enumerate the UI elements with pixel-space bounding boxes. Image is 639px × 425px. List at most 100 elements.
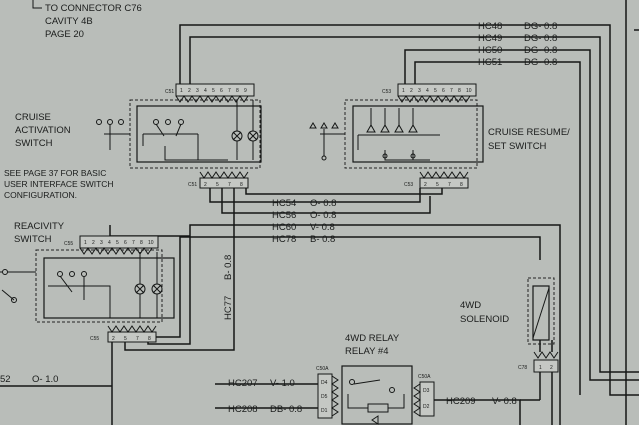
solenoid-coil-icon bbox=[532, 285, 550, 341]
connector-c55-top bbox=[79, 235, 159, 249]
wire-hc207-label: HC207 bbox=[228, 378, 258, 389]
wire-hc77-label: HC77 bbox=[223, 296, 234, 320]
svg-text:7: 7 bbox=[448, 182, 451, 188]
svg-text:7: 7 bbox=[136, 336, 139, 342]
svg-text:4: 4 bbox=[108, 240, 111, 246]
svg-text:8: 8 bbox=[240, 182, 243, 188]
svg-text:5: 5 bbox=[212, 88, 215, 94]
wire-hc48-spec: DG- 0.8 bbox=[524, 21, 557, 32]
wires-relay: HC207 V- 1.0 HC208 DB- 0.8 HC209 V- 0.8 bbox=[215, 378, 540, 425]
connector-c55-top-pins: 1 2 3 4 5 6 7 8 10 bbox=[84, 240, 154, 246]
wire-hc60-spec: V- 0.8 bbox=[310, 222, 335, 233]
wire-hc51-spec: DG- 0.8 bbox=[524, 57, 557, 68]
svg-text:D2: D2 bbox=[423, 404, 430, 410]
svg-text:10: 10 bbox=[148, 240, 154, 246]
svg-text:D3: D3 bbox=[423, 388, 430, 394]
svg-text:5: 5 bbox=[124, 336, 127, 342]
connector-c50a-left-label: C50A bbox=[316, 366, 329, 372]
svg-text:4: 4 bbox=[204, 88, 207, 94]
wire-hc50-label: HC50 bbox=[478, 45, 502, 56]
svg-text:2: 2 bbox=[204, 182, 207, 188]
svg-text:7: 7 bbox=[132, 240, 135, 246]
see-page-line-3: CONFIGURATION. bbox=[4, 190, 77, 200]
see-page-line-1: SEE PAGE 37 FOR BASIC bbox=[4, 168, 106, 178]
relay-title-2: RELAY #4 bbox=[345, 346, 388, 357]
wire-hc209-spec: V- 0.8 bbox=[492, 396, 517, 407]
wire-hc49-spec: DG- 0.8 bbox=[524, 33, 557, 44]
wire-hc56-spec: O- 0.8 bbox=[310, 210, 336, 221]
svg-text:2: 2 bbox=[112, 336, 115, 342]
svg-text:4: 4 bbox=[426, 88, 429, 94]
4wd-relay: 4WD RELAY RELAY #4 C50A D4 D5 D1 C50A D3… bbox=[316, 333, 435, 425]
svg-text:D4: D4 bbox=[321, 380, 328, 386]
svg-text:6: 6 bbox=[442, 88, 445, 94]
wire-hc208-spec: DB- 0.8 bbox=[270, 404, 302, 415]
svg-text:3: 3 bbox=[418, 88, 421, 94]
wire-left-52: 52 O- 1.0 bbox=[0, 342, 113, 425]
connector-c50a-left bbox=[317, 373, 333, 419]
wire-hc78-label: HC78 bbox=[272, 234, 296, 245]
connector-c78-label: C78 bbox=[518, 365, 527, 371]
connector-c78-pins: 1 2 bbox=[539, 365, 553, 371]
connector-c55-bottom bbox=[107, 331, 157, 343]
svg-text:5: 5 bbox=[436, 182, 439, 188]
wire-hc207-spec: V- 1.0 bbox=[270, 378, 295, 389]
connector-c53-top bbox=[397, 83, 477, 97]
wire-hc60-label: HC60 bbox=[272, 222, 296, 233]
connector-c50a-left-pins: D4 D5 D1 bbox=[321, 380, 328, 414]
connector-c53-bottom-label: C53 bbox=[404, 182, 413, 188]
svg-text:8: 8 bbox=[140, 240, 143, 246]
cruise-resume-title-2: SET SWITCH bbox=[488, 141, 547, 152]
svg-text:2: 2 bbox=[92, 240, 95, 246]
svg-text:3: 3 bbox=[100, 240, 103, 246]
svg-text:9: 9 bbox=[244, 88, 247, 94]
svg-text:5: 5 bbox=[116, 240, 119, 246]
svg-text:5: 5 bbox=[216, 182, 219, 188]
svg-text:7: 7 bbox=[228, 88, 231, 94]
svg-text:2: 2 bbox=[424, 182, 427, 188]
cruise-activation-switch: CRUISE ACTIVATION SWITCH 1 2 3 4 5 6 7 8… bbox=[15, 83, 262, 189]
connector-c55-top-label: C55 bbox=[64, 241, 73, 247]
connector-c53-bottom bbox=[419, 177, 469, 189]
reacivity-title-2: SWITCH bbox=[14, 234, 52, 245]
connector-c53-bottom-pins: 2 5 7 8 bbox=[424, 182, 463, 188]
connector-c50a-right-label: C50A bbox=[418, 374, 431, 380]
4wd-solenoid: 4WD SOLENOID C78 1 2 bbox=[460, 277, 559, 425]
connector-c55-bottom-pins: 2 5 7 8 bbox=[112, 336, 151, 342]
svg-text:8: 8 bbox=[458, 88, 461, 94]
connector-c50a-right bbox=[419, 381, 435, 417]
connector-c51-top-label: C51 bbox=[165, 89, 174, 95]
connector-c51-top bbox=[175, 83, 255, 97]
note-line-1: TO CONNECTOR C76 bbox=[45, 3, 142, 14]
svg-text:7: 7 bbox=[228, 182, 231, 188]
svg-text:1: 1 bbox=[84, 240, 87, 246]
svg-text:6: 6 bbox=[220, 88, 223, 94]
note-line-3: PAGE 20 bbox=[45, 29, 84, 40]
reacivity-title-1: REACIVITY bbox=[14, 221, 65, 232]
connector-c53-top-label: C53 bbox=[382, 89, 391, 95]
connector-c55-bottom-label: C55 bbox=[90, 336, 99, 342]
wire-hc208-label: HC208 bbox=[228, 404, 258, 415]
solenoid-title-1: 4WD bbox=[460, 300, 481, 311]
svg-text:3: 3 bbox=[196, 88, 199, 94]
wire-hc50-spec: DG- 0.8 bbox=[524, 45, 557, 56]
cruise-activation-title-1: CRUISE bbox=[15, 112, 51, 123]
cruise-activation-title-3: SWITCH bbox=[15, 138, 53, 149]
wires-middle: HC54 O- 0.8 HC56 O- 0.8 HC60 V- 0.8 HC78… bbox=[109, 188, 561, 425]
relay-title-1: 4WD RELAY bbox=[345, 333, 400, 344]
connector-c50a-right-pins: D3 D2 bbox=[423, 388, 430, 410]
svg-text:1: 1 bbox=[539, 365, 542, 371]
wire-hc56-label: HC56 bbox=[272, 210, 296, 221]
connector-c53-top-pins: 1 2 3 4 5 6 7 8 10 bbox=[402, 88, 472, 94]
wire-hc49-label: HC49 bbox=[478, 33, 502, 44]
svg-text:6: 6 bbox=[124, 240, 127, 246]
connector-c51-top-pins: 1 2 3 4 5 6 7 8 9 bbox=[180, 88, 247, 94]
cruise-activation-title-2: ACTIVATION bbox=[15, 125, 71, 136]
svg-text:8: 8 bbox=[236, 88, 239, 94]
svg-text:2: 2 bbox=[410, 88, 413, 94]
wire-hc48-label: HC48 bbox=[478, 21, 502, 32]
wire-hc54-label: HC54 bbox=[272, 198, 296, 209]
wire-52-label: 52 bbox=[0, 374, 11, 385]
cruise-resume-title-1: CRUISE RESUME/ bbox=[488, 127, 570, 138]
